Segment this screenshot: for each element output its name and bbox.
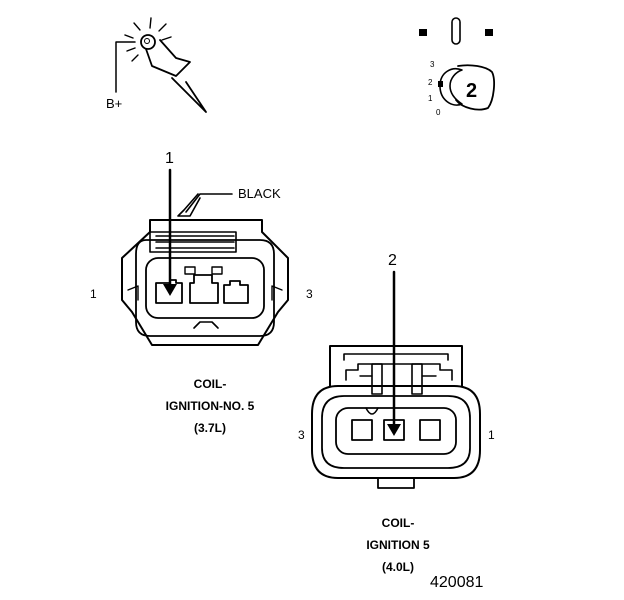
callout-1-label: 1 (165, 150, 174, 167)
connector-3-7l (121, 219, 289, 346)
figure-id: 420081 (430, 574, 484, 591)
key-position-0: 0 (436, 108, 441, 117)
connector-40-caption-line1: COIL- (381, 516, 415, 530)
key-position-3: 3 (430, 60, 435, 69)
test-light-icon (115, 17, 207, 113)
connector-37-caption-line3: (3.7L) (193, 421, 227, 435)
black-wire-pointer (177, 193, 233, 217)
connector-37-caption-line2: IGNITION-NO. 5 (165, 399, 255, 413)
connector-4-0l (311, 345, 481, 489)
key-selected-position: 2 (466, 80, 478, 102)
connector-37-caption-line1: COIL- (193, 377, 227, 391)
ignition-key-icon (419, 17, 495, 111)
callout-2-label: 2 (388, 252, 397, 269)
connector-37-pin-right: 3 (306, 287, 313, 301)
connector-40-caption-line2: IGNITION 5 (366, 538, 430, 552)
connector-40-caption-line3: (4.0L) (381, 560, 415, 574)
connector-40-pin-right: 1 (488, 428, 495, 442)
wire-color-label: BLACK (238, 186, 281, 201)
test-light-label: B+ (106, 96, 123, 111)
connector-40-pin-left: 3 (298, 428, 305, 442)
callout-1-arrow (163, 168, 177, 296)
callout-2-arrow (387, 270, 401, 436)
key-position-2: 2 (428, 78, 433, 87)
key-position-1: 1 (428, 94, 433, 103)
connector-37-pin-left: 1 (90, 287, 97, 301)
